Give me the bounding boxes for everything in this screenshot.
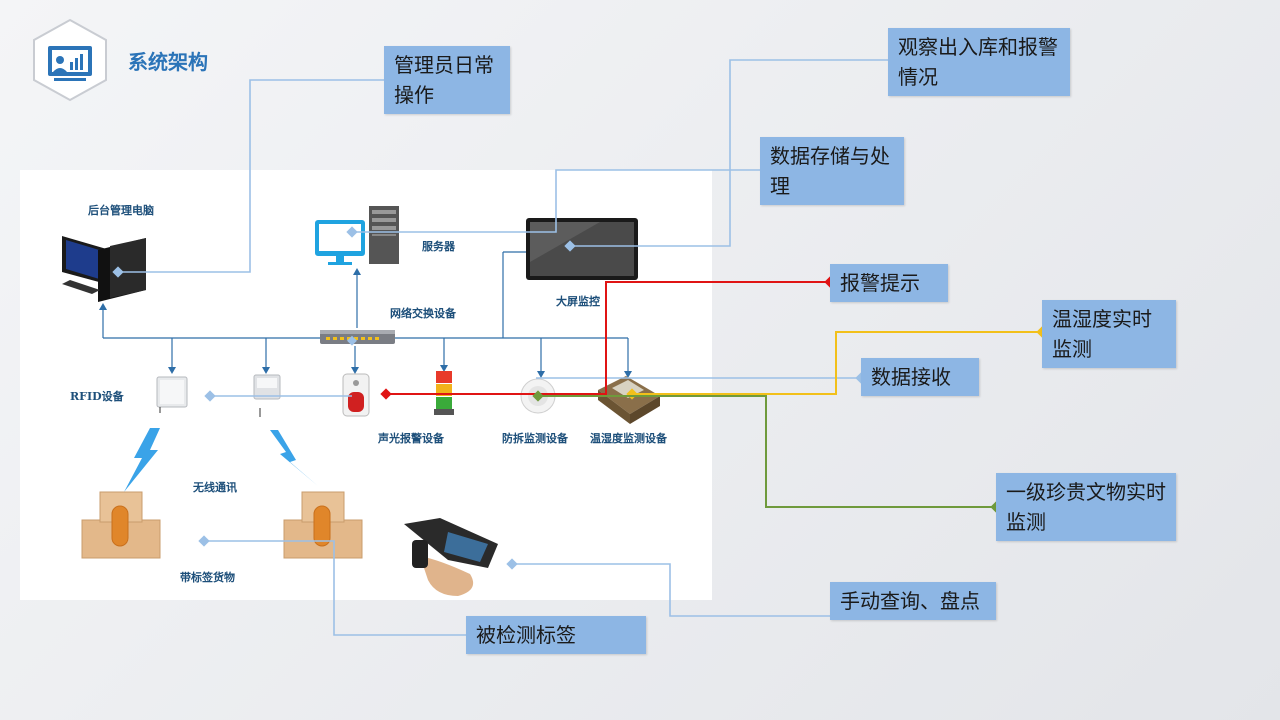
callout-relic-monitor: 一级珍贵文物实时监测	[996, 473, 1176, 541]
sound-light-alarm-icon	[342, 373, 370, 417]
logo-badge	[30, 18, 110, 102]
admin-pc-icon	[62, 236, 146, 302]
label-big-screen: 大屏监控	[556, 295, 600, 308]
network-switch-icon	[320, 330, 395, 344]
label-wireless: 无线通讯	[193, 481, 237, 494]
handheld-scanner-icon	[404, 518, 498, 596]
label-rfid: RFID设备	[70, 390, 124, 403]
tagged-cargo-icon	[81, 491, 161, 559]
callout-manual-query: 手动查询、盘点	[830, 582, 996, 620]
label-tagged-goods: 带标签货物	[180, 571, 235, 584]
label-admin-pc: 后台管理电脑	[88, 204, 154, 217]
wireless-signal-icon	[124, 428, 318, 492]
callout-detected-tag: 被检测标签	[466, 616, 646, 654]
label-switch: 网络交换设备	[390, 307, 456, 320]
alarm-connector	[386, 281, 830, 395]
label-temp: 温湿度监测设备	[590, 432, 667, 445]
presentation-chart-icon	[33, 18, 107, 102]
callout-data-receive: 数据接收	[861, 358, 979, 396]
callout-data-storage: 数据存储与处理	[760, 137, 904, 205]
relic-connector	[538, 395, 996, 508]
tagged-cargo-2-icon	[283, 491, 363, 559]
network-lines	[102, 251, 629, 376]
big-screen-icon	[526, 218, 638, 280]
page-title: 系统架构	[128, 50, 208, 74]
label-alarm: 声光报警设备	[378, 432, 444, 445]
rfid-reader-icon	[156, 376, 188, 413]
callout-temp-monitor: 温湿度实时监测	[1042, 300, 1176, 368]
server-icon	[315, 206, 399, 265]
label-tamper: 防拆监测设备	[502, 432, 568, 445]
rfid-reader-2-icon	[253, 374, 281, 417]
callout-admin-ops: 管理员日常操作	[384, 46, 510, 114]
callout-alarm-tip: 报警提示	[830, 264, 948, 302]
temp-humidity-sensor-icon	[598, 376, 660, 424]
temp-connector	[632, 331, 1042, 395]
callout-connectors	[118, 59, 888, 636]
callout-observe: 观察出入库和报警情况	[888, 28, 1070, 96]
label-server: 服务器	[422, 240, 455, 253]
